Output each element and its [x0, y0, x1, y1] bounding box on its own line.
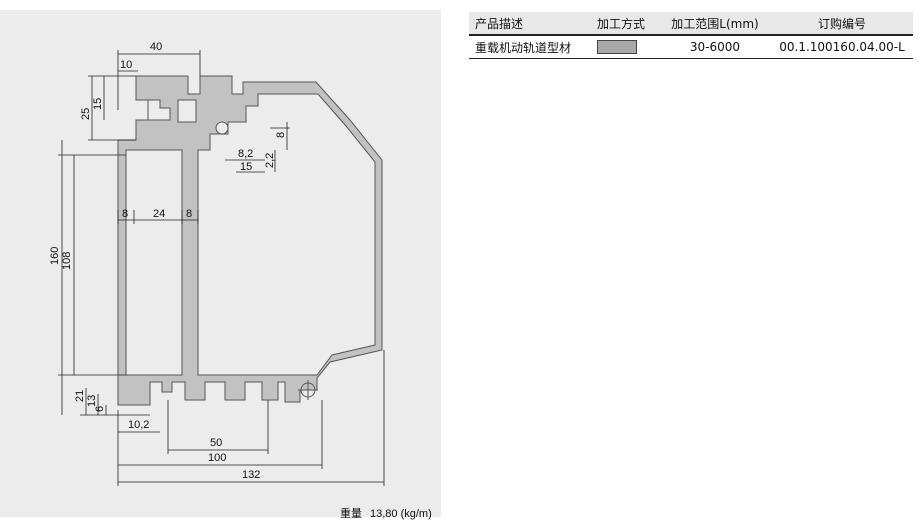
dim-pitch-50: 50: [210, 437, 222, 449]
dim-wall-right: 8: [186, 208, 192, 220]
dim-pitch-100: 100: [208, 452, 226, 464]
dim-cavity: 24: [153, 208, 165, 220]
table-row: 重载机动轨道型材 30-6000 00.1.100160.04.00-L: [469, 35, 913, 59]
header-range: 加工范围L(mm): [659, 12, 771, 36]
dim-slot-2-2: 2,2: [264, 153, 276, 168]
dim-bottom-6: 6: [94, 406, 106, 412]
spec-table: 产品描述 加工方式 加工范围L(mm) 订购编号 重载机动轨道型材 30-600…: [469, 12, 913, 59]
cell-process: [591, 35, 659, 59]
cell-range: 30-6000: [659, 35, 771, 59]
dimension-lines: [58, 50, 385, 486]
mount-hole: [215, 121, 229, 135]
table-header-row: 产品描述 加工方式 加工范围L(mm) 订购编号: [469, 12, 913, 36]
dim-slot-8: 8: [275, 132, 287, 138]
drawing-panel: 40 10 25 15 8,2 2,2 8 15 8 24 8 160 108 …: [0, 10, 441, 520]
gray-swatch-icon: [597, 40, 637, 55]
header-process: 加工方式: [591, 12, 659, 36]
cavity-left: [125, 149, 183, 376]
weight-value: 13,80 (kg/m): [370, 508, 432, 520]
dim-bottom-21: 21: [74, 390, 86, 402]
dim-width-top: 40: [150, 41, 162, 53]
weight-note: 重量 13,80 (kg/m): [340, 505, 432, 521]
header-description: 产品描述: [469, 12, 591, 36]
dim-bottom-13: 13: [86, 395, 98, 407]
dim-slot-15: 15: [240, 161, 252, 173]
dim-slot-offset: 10: [120, 59, 132, 71]
cell-description: 重载机动轨道型材: [469, 35, 591, 59]
top-slot-2: [177, 99, 197, 123]
profile-drawing: 40 10 25 15 8,2 2,2 8 15 8 24 8 160 108 …: [49, 41, 385, 486]
dim-total-height: 160: [49, 247, 61, 265]
top-slot-1: [147, 99, 171, 121]
cell-order-no: 00.1.100160.04.00-L: [771, 35, 913, 59]
dim-wall-left: 8: [122, 208, 128, 220]
dim-height-25: 25: [80, 108, 92, 120]
dim-inner-height: 108: [61, 252, 73, 270]
dim-total-width: 132: [242, 469, 260, 481]
dim-slot-8-2: 8,2: [238, 148, 253, 160]
dim-bottom-10-2: 10,2: [128, 419, 149, 431]
header-order-no: 订购编号: [771, 12, 913, 36]
weight-label: 重量: [340, 507, 362, 520]
dim-height-15: 15: [92, 98, 104, 110]
